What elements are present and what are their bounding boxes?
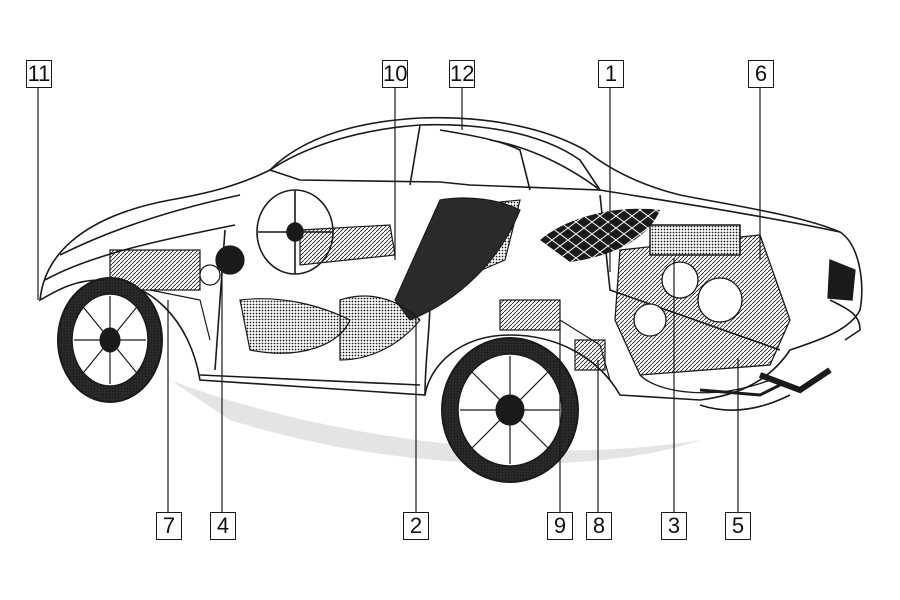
callout-10: 10: [382, 60, 408, 88]
callout-12: 12: [449, 60, 475, 88]
callout-8: 8: [586, 512, 612, 540]
callout-7: 7: [156, 512, 182, 540]
callout-5: 5: [725, 512, 751, 540]
rear-window-mesh: [540, 208, 660, 262]
leader-lines: [37, 86, 761, 512]
front-wheel: [57, 277, 163, 403]
front-suspension: [109, 245, 245, 341]
callout-11: 11: [26, 60, 52, 88]
callout-2: 2: [403, 512, 429, 540]
rear-wheel: [441, 337, 579, 483]
callout-6: 6: [748, 60, 774, 88]
steering-wheel: [256, 189, 334, 275]
interior: [239, 197, 521, 361]
callout-1: 1: [598, 60, 624, 88]
callout-4: 4: [210, 512, 236, 540]
callout-9: 9: [547, 512, 573, 540]
callout-3: 3: [661, 512, 687, 540]
engine: [614, 224, 856, 397]
rear-suspension: [499, 299, 611, 381]
ground-shadow: [170, 380, 700, 464]
